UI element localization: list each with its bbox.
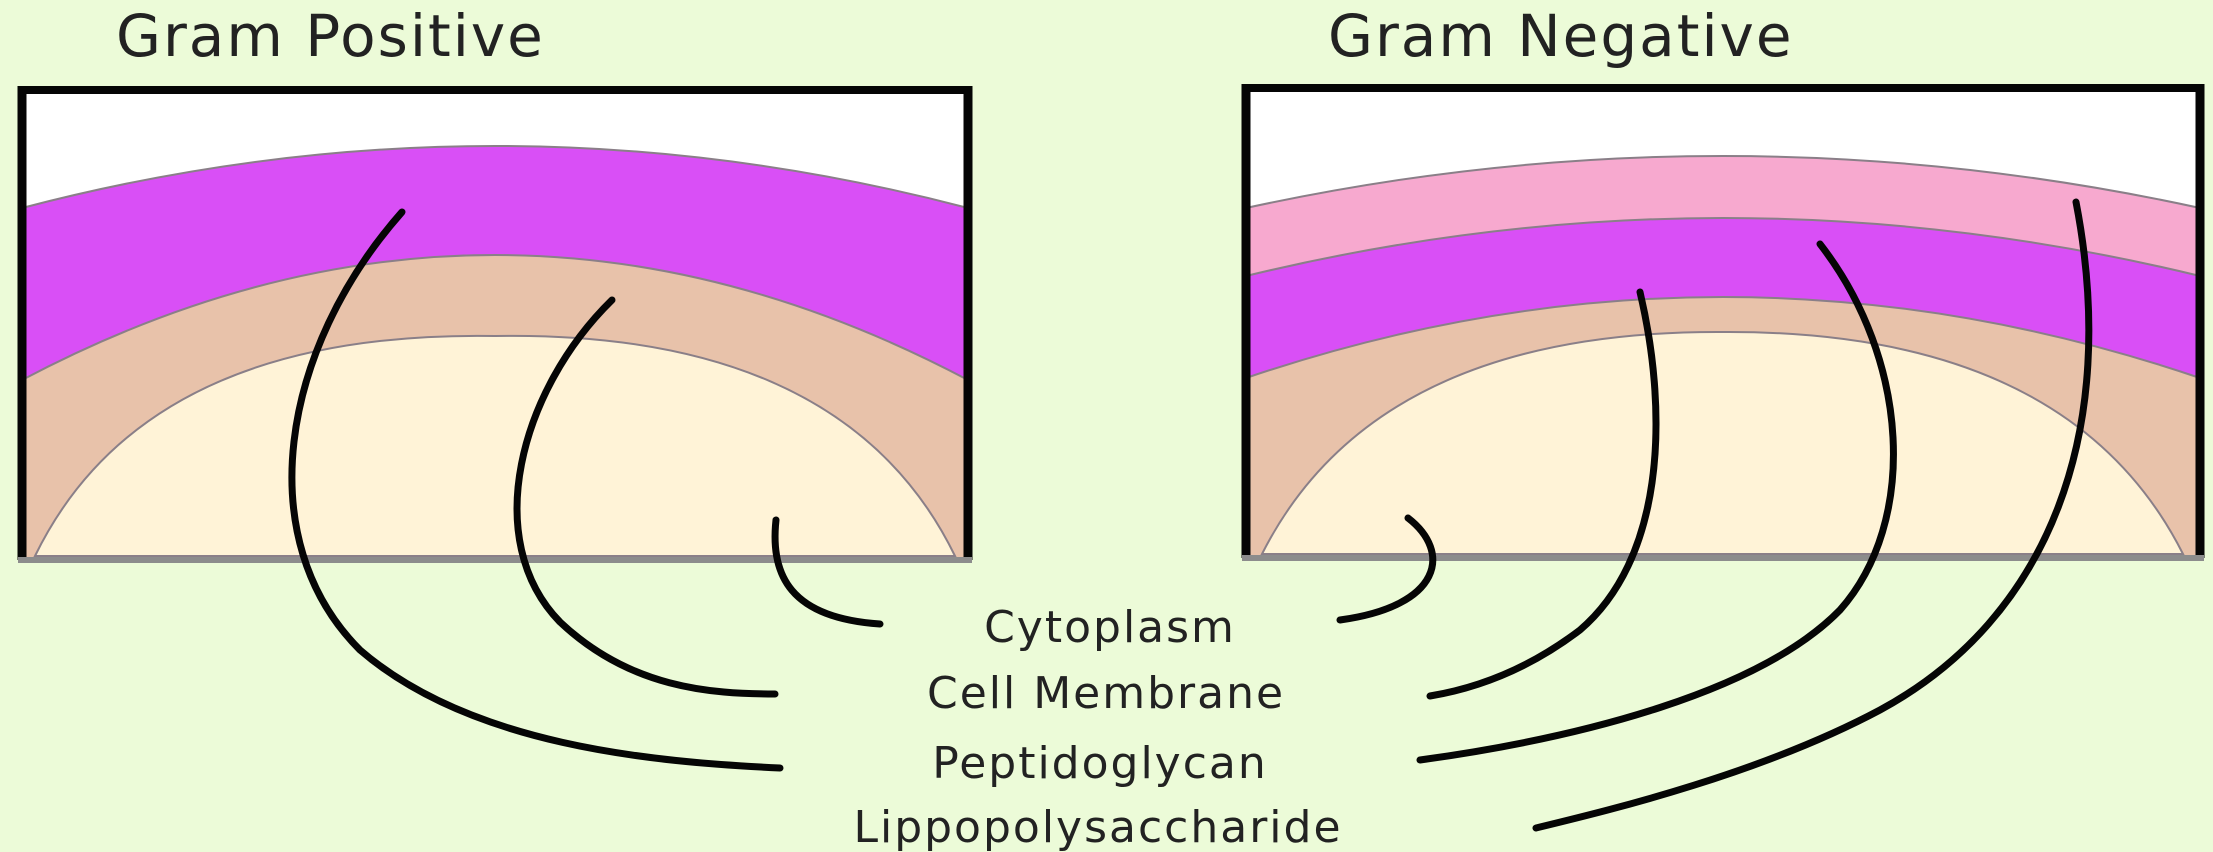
cytoplasm-label: Cytoplasm <box>984 602 1236 653</box>
gram-negative-title: Gram Negative <box>1328 2 1794 70</box>
peptidoglycan-label: Peptidoglycan <box>932 738 1268 789</box>
gram-positive-title: Gram Positive <box>116 2 545 70</box>
cell-membrane-label: Cell Membrane <box>927 668 1285 719</box>
lipopolysaccharide-label: Lippopolysaccharide <box>853 802 1342 852</box>
gram-positive-panel <box>18 86 972 560</box>
gram-negative-panel <box>1242 84 2204 558</box>
